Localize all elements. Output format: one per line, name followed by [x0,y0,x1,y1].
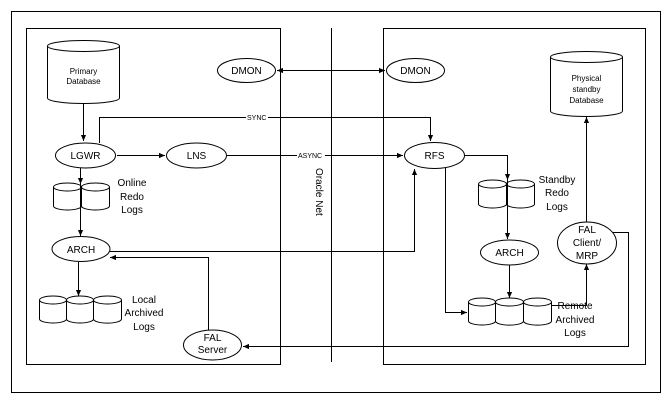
online-redo-label-2: Redo [120,192,144,203]
local-archived-logs: Local Archived Logs [39,295,164,333]
arch-standby: ARCH [480,239,539,266]
async-label-bg [297,151,325,159]
standby-redo-label-1: Standby [539,175,576,186]
lgwr-label: LGWR [71,151,101,162]
primary-site-box [26,28,281,365]
oracle-net-label: Oracle Net [313,168,324,216]
physical-standby-database: Physical standby Database [550,51,623,117]
rfs-process: RFS [404,142,465,169]
dmon-standby: DMON [386,58,445,83]
fal-server-label-2: Server [198,345,228,356]
remote-archived-to-fal-client [551,264,590,306]
async-label: ASYNC [298,153,322,160]
primary-database-label-2: Database [66,77,101,86]
fal-server: FAL Server [183,329,242,361]
remote-archived-label-2: Archived [556,315,595,326]
arch-standby-label: ARCH [495,248,523,259]
fal-server-to-arch [110,254,209,333]
remote-archived-label-3: Logs [564,328,586,339]
rfs-label: RFS [425,151,445,162]
online-redo-label-3: Logs [121,205,143,216]
dmon-primary-label: DMON [231,66,262,77]
rfs-to-remote-archived [445,168,467,316]
fal-client-label-3: MRP [576,251,599,262]
lgwr-process: LGWR [55,142,116,169]
standby-redo-label-3: Logs [546,202,568,213]
local-archived-label-3: Logs [133,322,155,333]
standby-redo-label-2: Redo [545,188,569,199]
arch-primary: ARCH [51,236,111,262]
outer-frame [11,11,661,393]
primary-database-label-1: Primary [70,67,98,76]
standby-redo-logs: Standby Redo Logs [478,175,576,213]
rfs-to-standby-redo [462,155,511,180]
arch-to-rfs [110,169,418,252]
local-archived-label-2: Archived [125,308,164,319]
fal-client-mrp: FAL Client/ MRP [557,221,617,265]
standby-database-label-2: standby [572,85,600,94]
lns-label: LNS [187,151,207,162]
fal-server-label-1: FAL [204,333,222,344]
remote-archived-logs: Remote Archived Logs [468,297,595,339]
local-archived-label-1: Local [132,295,156,306]
standby-database-label-3: Database [569,96,604,105]
sync-label-bg [246,113,268,121]
sync-label: SYNC [247,115,266,122]
dmon-primary: DMON [217,58,276,83]
online-redo-label-1: Online [118,178,147,189]
standby-database-label-1: Physical [572,74,602,83]
fal-client-label-1: FAL [578,225,596,236]
primary-database: Primary Database [47,40,120,104]
dmon-standby-label: DMON [400,66,431,77]
remote-archived-label-1: Remote [557,301,592,312]
standby-site-box [383,28,646,365]
arch-primary-label: ARCH [67,245,95,256]
lns-process: LNS [166,142,227,169]
fal-client-to-fal-server [243,232,629,350]
fal-client-label-2: Client/ [573,238,602,249]
online-redo-logs: Online Redo Logs [53,178,147,216]
